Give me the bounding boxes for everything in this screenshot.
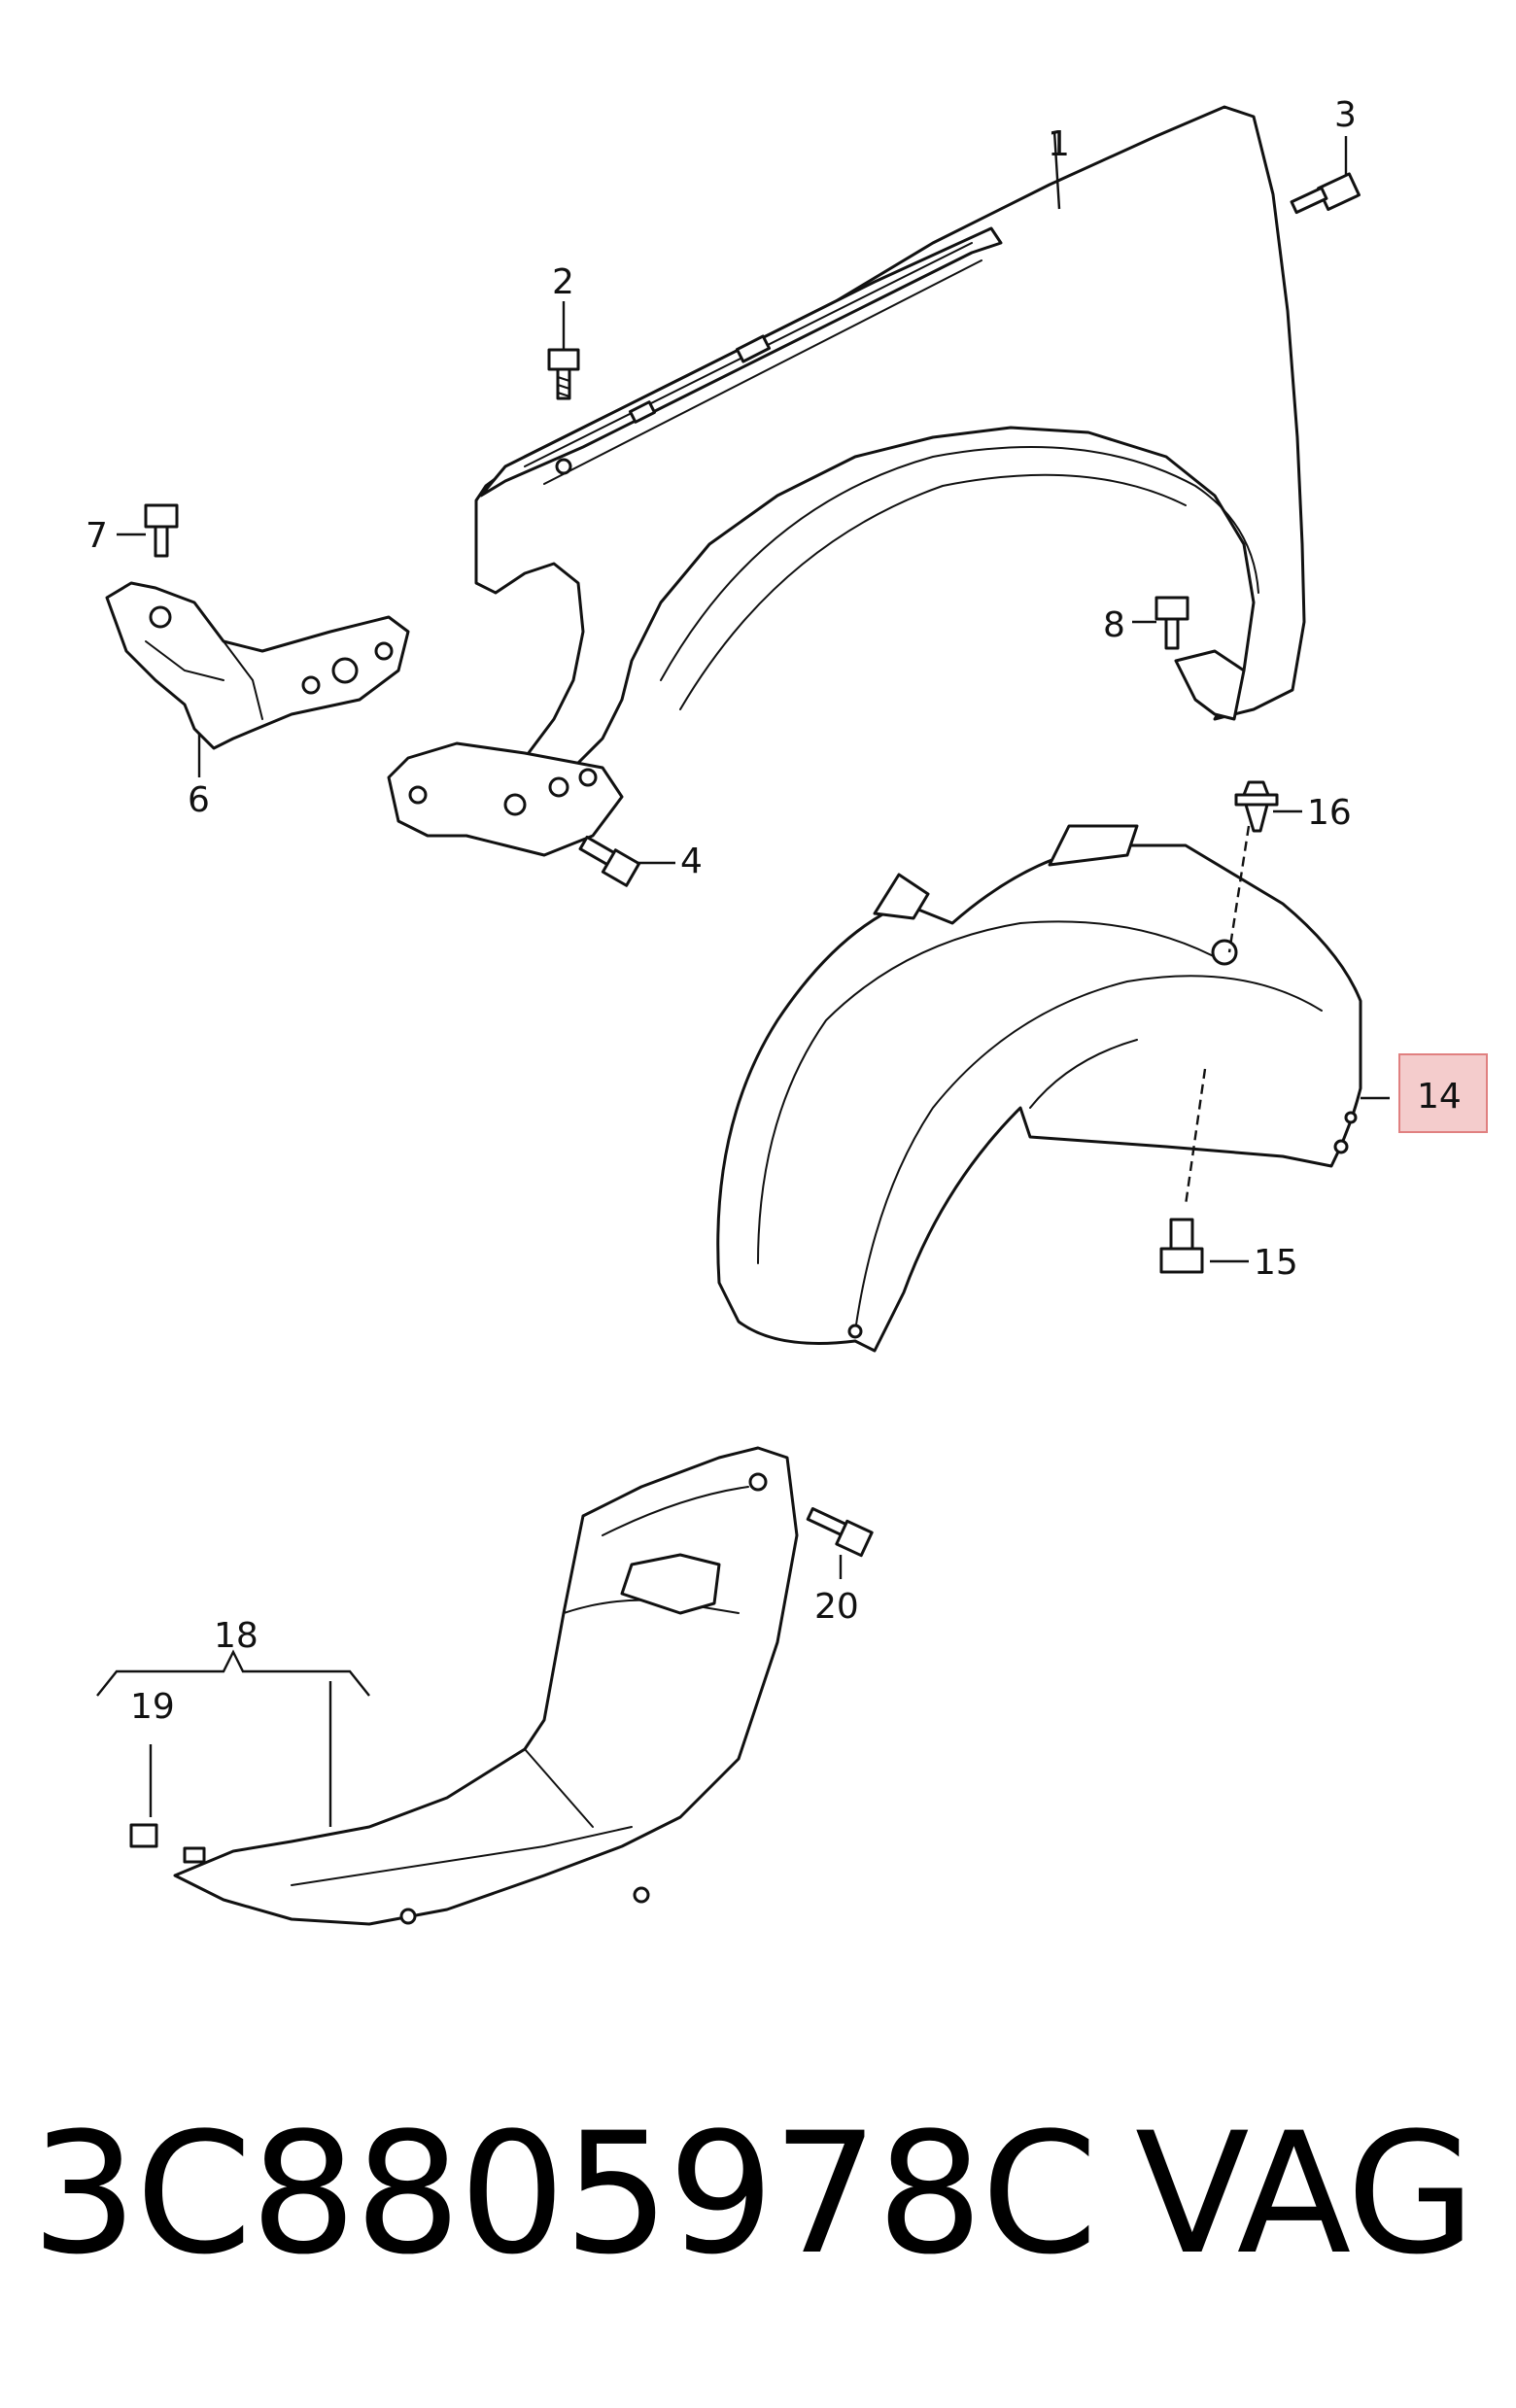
callout-6: 6 [188,780,210,820]
callout-18: 18 [214,1616,258,1656]
callout-19: 19 [130,1687,175,1727]
fender-part [387,105,1306,857]
callout-1: 1 [1048,124,1070,164]
lower-cover-part [96,1446,799,1926]
screw-3 [1290,136,1361,215]
callout-2: 2 [552,262,574,302]
screw-4 [578,835,675,887]
callout-3: 3 [1334,95,1357,135]
part-number: 3C8805978C [31,2096,1098,2291]
wheel-arch-liner-part [716,824,1390,1353]
screw-2 [547,301,580,400]
callout-4: 4 [680,842,703,881]
callout-14-highlight [1398,1053,1488,1133]
clip-16 [1234,780,1302,833]
brand-name: VAG [1135,2096,1476,2291]
screw-7 [117,503,179,558]
callout-14: 14 [1417,1077,1462,1117]
screw-8 [1132,596,1189,650]
callout-16: 16 [1307,793,1352,833]
bracket-part [105,581,410,777]
callout-20: 20 [814,1587,859,1627]
callout-15: 15 [1254,1243,1298,1283]
callout-7: 7 [86,516,108,556]
screw-20 [806,1507,874,1579]
callout-8: 8 [1103,605,1125,645]
screw-15 [1159,1218,1249,1274]
